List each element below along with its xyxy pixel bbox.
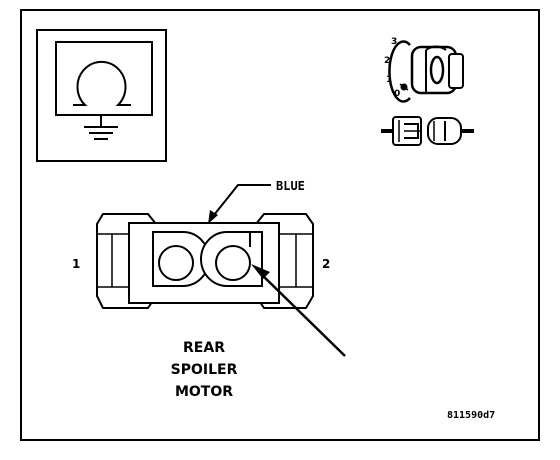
connector-disconnect-icon (381, 116, 474, 146)
component-label: REAR SPOILER MOTOR (171, 340, 238, 400)
ignition-position-3: 3 (391, 37, 397, 47)
component-label-line3: MOTOR (175, 384, 233, 400)
component-label-line2: SPOILER (171, 362, 238, 378)
ohmmeter-icon (36, 29, 167, 162)
terminal-2 (215, 245, 251, 281)
pin-number-1: 1 (72, 257, 80, 271)
terminal-1 (158, 245, 194, 281)
ignition-position-0: 0 (394, 89, 400, 99)
ignition-position-1: 1 (386, 75, 392, 85)
probe-arrow (251, 264, 346, 357)
ignition-position-2: 2 (384, 56, 390, 66)
connector-body (96, 213, 314, 309)
figure-id: 811590d7 (447, 410, 495, 421)
pin-number-2: 2 (322, 257, 330, 271)
component-label-line1: REAR (183, 340, 225, 356)
wire-color-leader (208, 184, 271, 224)
ignition-key-icon: 3 2 1 0 (384, 37, 464, 103)
wire-color-label: BLUE (276, 179, 305, 193)
